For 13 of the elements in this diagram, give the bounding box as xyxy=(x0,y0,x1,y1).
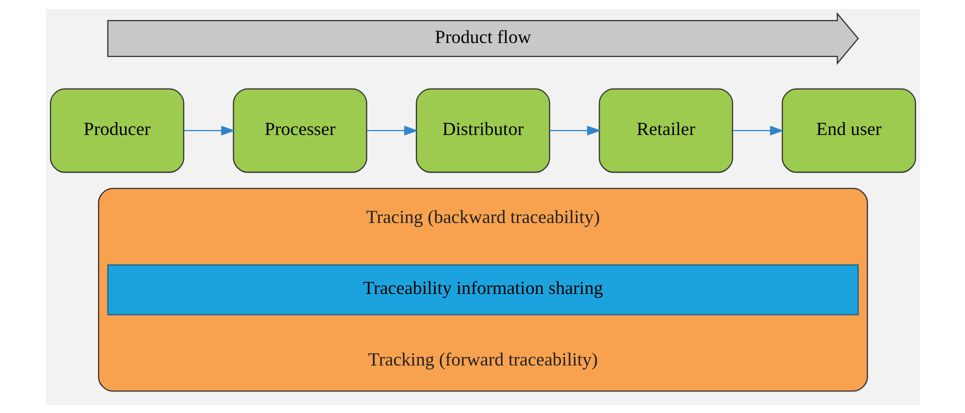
node-box: End user xyxy=(781,88,916,172)
node-text: Tracing (backward traceability) xyxy=(366,206,600,228)
cluster xyxy=(98,187,868,392)
node-box: Distributor xyxy=(415,88,550,172)
arrow xyxy=(732,125,784,135)
node-box: Traceability information sharing xyxy=(106,264,858,315)
node-text: Tracking (forward traceability) xyxy=(368,348,598,370)
arrow xyxy=(183,125,235,135)
arrow xyxy=(366,125,418,135)
node-box: Processer xyxy=(232,88,367,172)
node-box: Retailer xyxy=(598,88,733,172)
node-box: Producer xyxy=(49,88,184,172)
arrow xyxy=(549,125,601,135)
